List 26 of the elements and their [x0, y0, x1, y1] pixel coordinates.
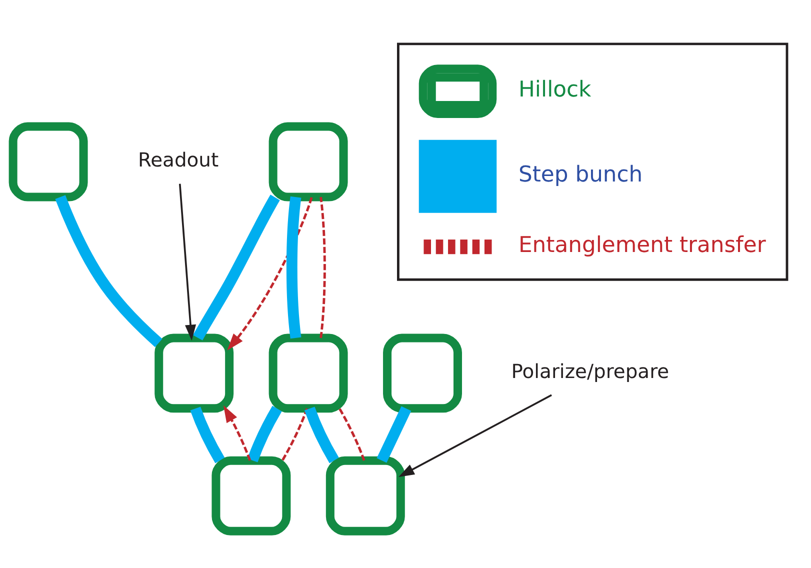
connector: [247, 405, 282, 462]
arrow: [178, 183, 196, 340]
node-box: [268, 333, 348, 412]
node-text: Readout: [138, 148, 219, 171]
connector: [320, 196, 326, 338]
legend-label: Entanglement transfer: [518, 232, 766, 258]
connector: [304, 406, 339, 463]
connector: [190, 406, 225, 463]
node-box: [268, 122, 348, 201]
node-box: [383, 333, 462, 412]
node-box: [8, 122, 88, 201]
connector: [281, 408, 308, 461]
legend-label: Step bunch: [518, 162, 643, 188]
node-box: [326, 456, 405, 535]
arrow: [223, 404, 252, 460]
node-text: Polarize/prepare: [511, 359, 670, 382]
node-box: [154, 333, 234, 412]
connector: [376, 406, 412, 462]
arrow: [227, 196, 313, 350]
connector: [55, 194, 162, 347]
connector: [192, 194, 280, 340]
connector: [338, 407, 366, 460]
arrow: [398, 394, 552, 476]
node-box: [212, 456, 291, 535]
connector: [286, 196, 302, 338]
legend-label: Hillock: [518, 77, 592, 102]
